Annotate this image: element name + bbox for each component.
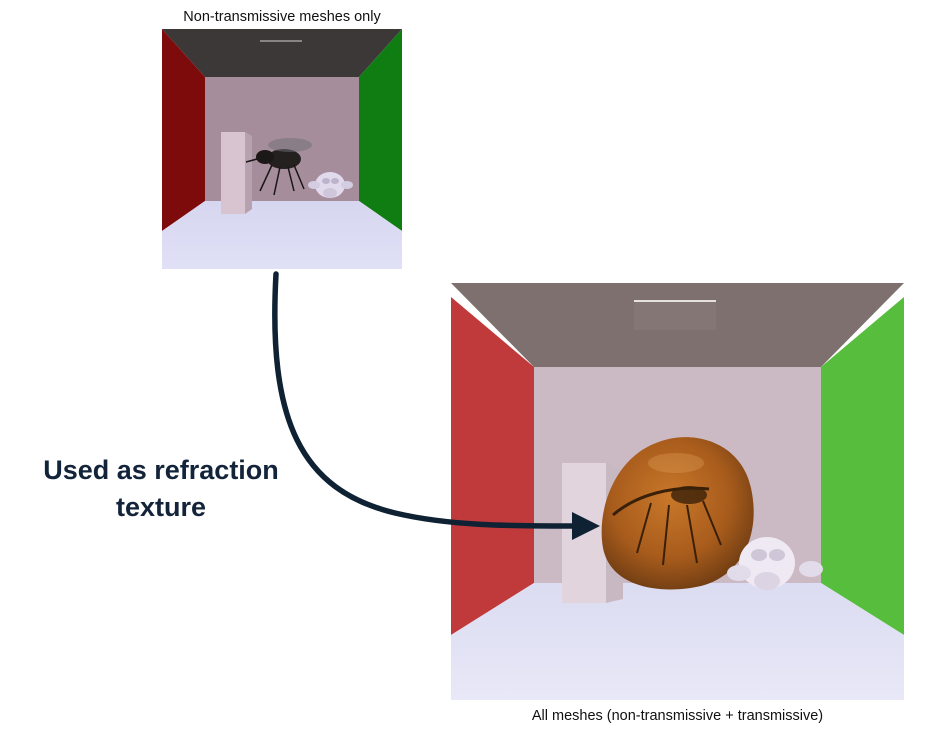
top-right-wall — [359, 29, 402, 231]
top-box-side — [245, 132, 252, 214]
bottom-render-caption: All meshes (non-transmissive + transmiss… — [531, 708, 824, 724]
flow-arrow-shaft — [272, 271, 575, 529]
flow-arrow-head — [572, 512, 600, 540]
top-ceiling-light — [260, 40, 302, 42]
refraction-label-line1: Used as refraction — [43, 455, 279, 485]
top-floor — [162, 201, 402, 269]
top-render-image — [162, 29, 402, 269]
amber-blob — [601, 437, 754, 590]
top-left-wall — [162, 29, 205, 231]
refraction-label: Used as refraction texture — [20, 452, 302, 526]
top-monkey-head — [308, 172, 353, 198]
bottom-left-wall — [451, 297, 534, 635]
bottom-ceiling-light — [634, 300, 716, 302]
top-box-front — [221, 132, 245, 214]
refraction-label-line2: texture — [115, 492, 207, 522]
bottom-render-image — [451, 283, 904, 700]
bottom-right-wall — [821, 297, 904, 635]
bottom-ceiling-panel — [634, 302, 716, 330]
bottom-monkey-head — [727, 537, 823, 590]
top-render-caption: Non-transmissive meshes only — [183, 9, 381, 25]
top-fly — [245, 138, 312, 196]
top-ceiling — [162, 29, 402, 77]
bottom-floor — [451, 583, 904, 700]
